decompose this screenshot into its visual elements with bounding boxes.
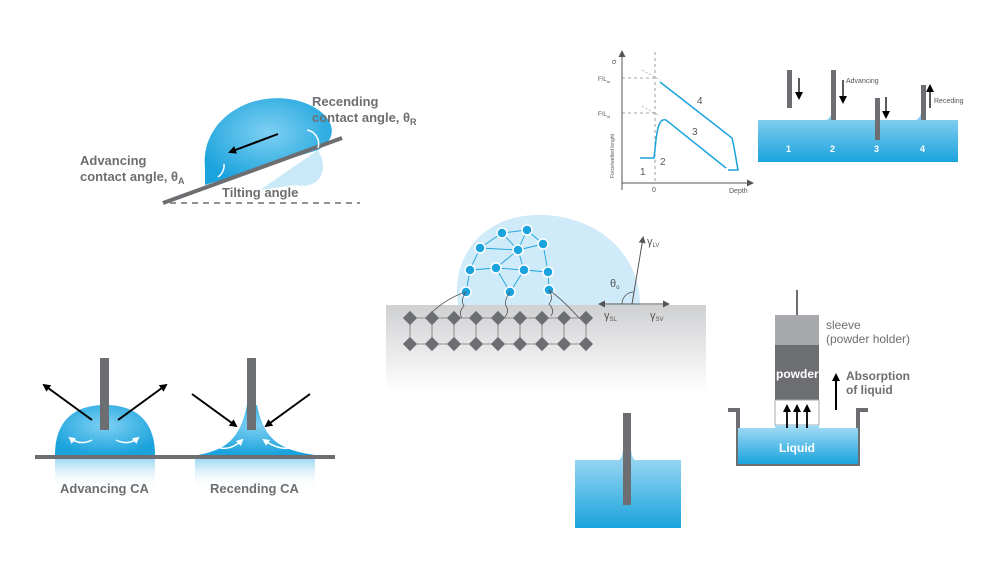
advancing-angle-arc	[217, 163, 225, 178]
solid-atoms	[402, 310, 594, 352]
graph-y-axis-label: Force/wetted lenght	[610, 133, 616, 178]
tilted-drop	[204, 98, 332, 185]
graph-sigma-label: σ	[612, 59, 617, 66]
immersion-panel: Advancing Receding 1 2 3 4	[758, 70, 964, 162]
plate-4	[921, 85, 926, 120]
graph-zero-label: 0	[652, 187, 656, 194]
powder-column	[775, 345, 819, 400]
immersion-pos-2: 2	[830, 144, 835, 154]
tilting-drop-diagram: Recending contact angle, θR Advancing co…	[80, 94, 417, 205]
absorption-label-line2: of liquid	[846, 383, 893, 397]
powder-label: powder	[776, 367, 819, 381]
graph-curve-label-1: 1	[640, 167, 646, 178]
sleeve-top	[775, 315, 819, 345]
surface-energy-diagram: γLV θo γSL γSV	[386, 214, 706, 392]
advancing-ca-label: Advancing CA	[60, 481, 149, 496]
slide-arrow	[228, 133, 279, 154]
advancing-label-line1: Advancing	[80, 153, 147, 168]
advancing-flow-right	[115, 436, 140, 444]
graph-curve-label-3: 3	[692, 127, 698, 138]
graph-curve-label-4: 4	[697, 96, 703, 107]
immersion-pos-1: 1	[786, 144, 791, 154]
receding-drop	[198, 405, 315, 455]
plate-3	[875, 98, 880, 140]
receding-ca-label: Recending CA	[210, 481, 299, 496]
curve3-extrap	[641, 105, 661, 117]
contact-angle-arc	[621, 291, 635, 305]
liquid-pool	[738, 425, 858, 464]
plate-2	[831, 70, 836, 120]
curve4-extrap	[641, 69, 661, 81]
receding-arrow-left	[191, 393, 238, 428]
powder-absorption-diagram: sleeve (powder holder) powder Absorption…	[728, 290, 910, 466]
immersion-pos-4: 4	[920, 144, 925, 154]
graph-depth-label: Depth	[729, 188, 748, 195]
graph-fl-rd-label: F/Lrd	[598, 112, 610, 119]
gamma-sl-label: γSL	[604, 310, 618, 323]
needle-baseline	[35, 455, 335, 459]
absorption-label-line1: Absorption	[846, 369, 910, 383]
immersion-receding-label: Receding	[934, 98, 964, 105]
gamma-lv-vector	[631, 236, 646, 305]
plate-rod	[623, 413, 631, 505]
tilted-plane	[162, 136, 343, 205]
advancing-arrow-right	[117, 383, 168, 421]
gamma-sv-label: γSV	[650, 310, 664, 323]
force-depth-graph: σ F/Lar F/Lrd Force/wetted lenght 0 Dept…	[598, 50, 754, 195]
drop-reflection	[260, 150, 324, 190]
needle-diagrams: Advancing CA Recending CA	[35, 358, 335, 496]
receding-needle	[247, 358, 256, 430]
liquid-label: Liquid	[779, 441, 815, 455]
receding-angle-arc	[306, 129, 320, 149]
curve-withdrawal	[659, 81, 739, 171]
advancing-label-line2: contact angle, θA	[80, 169, 185, 186]
gamma-lv-label: γLV	[647, 236, 659, 249]
advancing-drop-reflection	[55, 459, 155, 489]
plate-1	[787, 70, 792, 108]
advancing-arrow-left	[42, 383, 93, 421]
theta-label: θo	[610, 278, 620, 291]
receding-label-line2: contact angle, θR	[312, 110, 417, 127]
wilhelmy-plate-bath	[575, 413, 681, 528]
receding-flow-left	[219, 438, 244, 450]
graph-curve-label-2: 2	[660, 157, 666, 168]
receding-drop-reflection	[195, 459, 315, 489]
sleeve-label-line2: (powder holder)	[826, 332, 910, 346]
receding-arrow-right	[264, 393, 311, 428]
advancing-flow-left	[68, 436, 93, 444]
receding-label-line1: Recending	[312, 94, 379, 109]
graph-fl-ar-label: F/Lar	[598, 77, 611, 84]
advancing-needle	[100, 358, 109, 430]
receding-flow-right	[262, 438, 291, 450]
sleeve-label-line1: sleeve	[826, 318, 861, 332]
tilting-angle-label: Tilting angle	[222, 185, 298, 200]
immersion-bath	[758, 104, 958, 162]
immersion-advancing-label: Advancing	[846, 78, 879, 85]
immersion-pos-3: 3	[874, 144, 879, 154]
curve-immersion	[640, 118, 727, 169]
